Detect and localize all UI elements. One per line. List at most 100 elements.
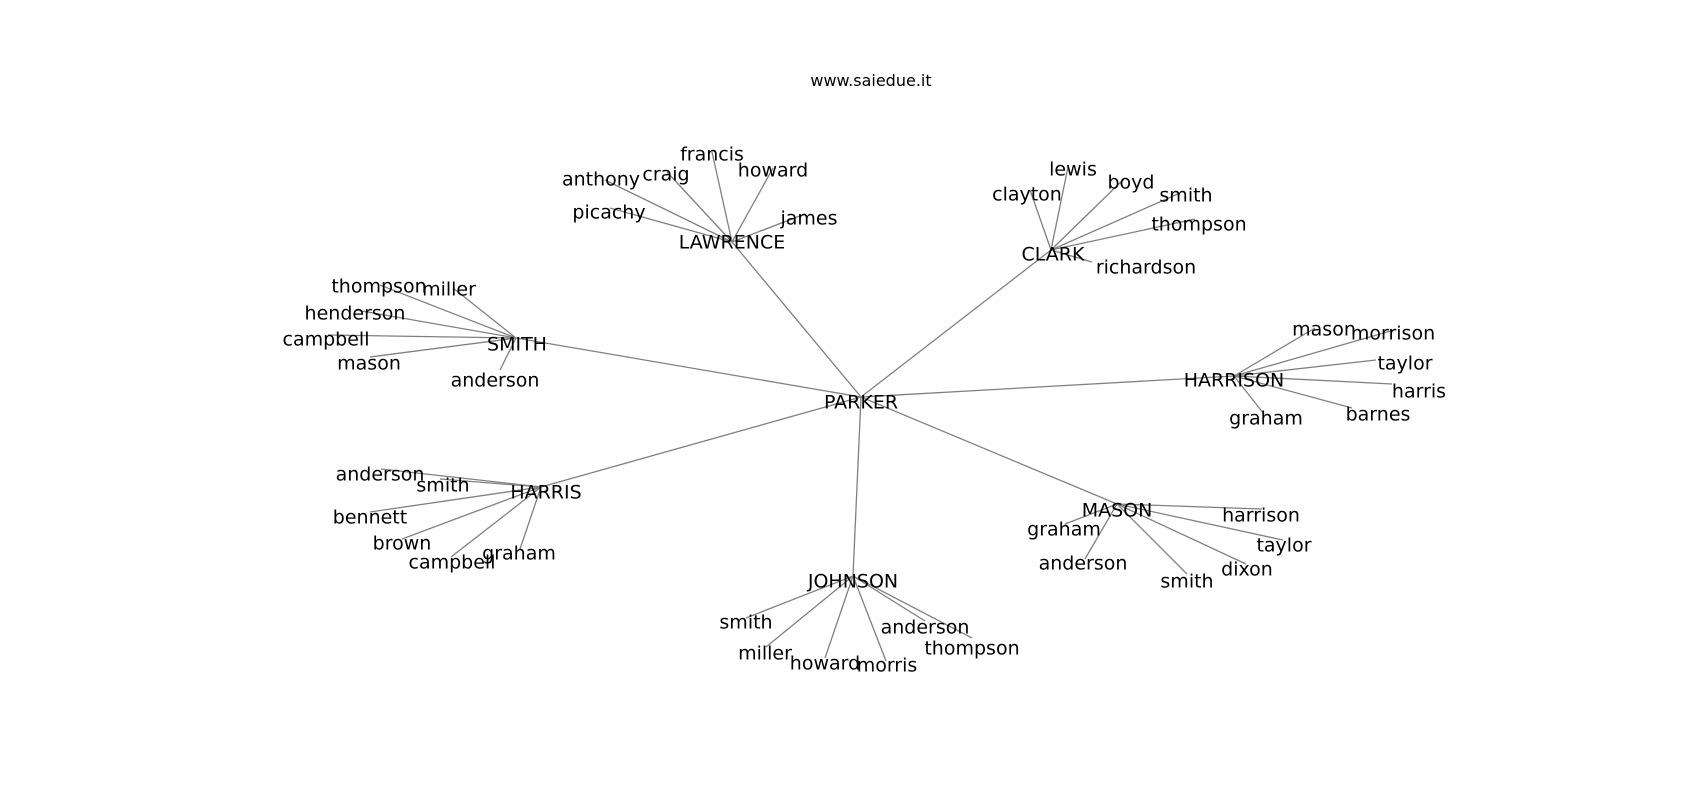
leaf-edge-harrison-barnes <box>1233 375 1353 409</box>
leaf-edge-mason-harrison <box>1116 503 1263 510</box>
leaf-node-label: henderson <box>305 303 406 325</box>
leaf-edge-lawrence-anthony <box>604 179 733 243</box>
leaf-edge-harrison-mason <box>1233 327 1316 377</box>
leaf-node-label: thompson <box>331 276 426 298</box>
group-node-label: MASON <box>1082 500 1153 522</box>
leaf-node-label: james <box>779 208 837 230</box>
leaf-edge-harrison-morrison <box>1233 329 1395 377</box>
leaf-edge-clark-boyd <box>1050 177 1126 251</box>
leaf-node-label: thompson <box>1151 214 1246 236</box>
group-node-label: HARRISON <box>1184 370 1285 392</box>
leaf-edge-lawrence-francis <box>711 151 733 243</box>
leaf-edge-harrison-graham <box>1233 375 1265 415</box>
leaf-edge-lawrence-james <box>731 213 806 243</box>
leaf-edge-mason-dixon <box>1116 503 1247 565</box>
leaf-node-label: graham <box>1229 408 1303 430</box>
leaf-node-label: mason <box>337 353 401 375</box>
group-node-label: HARRIS <box>510 482 581 504</box>
root-edge-harris <box>540 396 862 488</box>
leaf-edge-mason-smith <box>1116 503 1188 575</box>
leaf-node-label: clayton <box>992 184 1062 206</box>
leaf-edge-clark-richardson <box>1050 249 1093 263</box>
leaf-node-label: harris <box>1392 381 1446 403</box>
leaf-edge-harris-graham <box>519 486 542 550</box>
leaf-edge-smith-anderson <box>499 337 517 371</box>
leaf-edge-johnson-miller <box>765 575 854 648</box>
leaf-node-label: morrison <box>1351 323 1435 345</box>
leaf-edge-smith-miller <box>452 287 517 339</box>
leaf-node-label: campbell <box>409 552 496 574</box>
group-node-label: JOHNSON <box>807 571 898 593</box>
leaf-node-label: graham <box>482 543 556 565</box>
leaf-edge-smith-thompson <box>379 284 517 339</box>
leaf-edge-harris-anderson <box>380 468 542 488</box>
leaf-node-label: howard <box>790 653 860 675</box>
root-edge-harrison <box>860 375 1235 398</box>
leaf-node-label: smith <box>1159 185 1212 207</box>
leaf-node-label: dixon <box>1221 559 1273 581</box>
leaf-node-label: brown <box>373 533 432 555</box>
root-edge-lawrence <box>731 241 862 398</box>
leaf-node-label: morris <box>857 655 918 677</box>
leaf-edge-clark-clayton <box>1029 189 1052 251</box>
leaf-node-label: miller <box>422 279 476 301</box>
leaf-node-label: graham <box>1027 519 1101 541</box>
leaf-node-label: anderson <box>336 464 425 486</box>
leaf-node-label: lewis <box>1049 159 1097 181</box>
leaf-node-label: craig <box>642 164 689 186</box>
leaf-edge-harrison-taylor <box>1233 359 1377 377</box>
graph-edges <box>327 151 1395 662</box>
leaf-edge-johnson-anderson <box>852 575 926 622</box>
leaf-node-label: bennett <box>333 507 407 529</box>
leaf-edge-mason-anderson <box>1084 503 1118 560</box>
root-edge-mason <box>860 396 1118 505</box>
page-caption: www.saiedue.it <box>810 71 932 90</box>
leaf-node-label: smith <box>719 612 772 634</box>
leaf-edge-lawrence-craig <box>666 171 733 243</box>
leaf-node-label: harrison <box>1222 505 1300 527</box>
leaf-node-label: taylor <box>1377 353 1432 375</box>
leaf-node-label: boyd <box>1108 172 1155 194</box>
leaf-edge-harris-campbell <box>450 486 542 558</box>
leaf-edge-johnson-smith <box>745 575 854 619</box>
leaf-edge-smith-henderson <box>355 309 517 339</box>
leaf-node-label: barnes <box>1346 404 1411 426</box>
leaf-node-label: thompson <box>924 638 1019 660</box>
leaf-edge-lawrence-howard <box>731 167 774 243</box>
leaf-node-label: howard <box>738 160 808 182</box>
leaf-node-label: anderson <box>451 370 540 392</box>
leaf-edge-smith-campbell <box>327 334 517 339</box>
leaf-node-label: francis <box>680 144 744 166</box>
group-node-label: CLARK <box>1022 244 1085 266</box>
leaf-node-label: mason <box>1292 319 1356 341</box>
leaf-edge-clark-thompson <box>1050 218 1196 251</box>
group-node-label: LAWRENCE <box>679 232 785 254</box>
leaf-edge-smith-mason <box>369 337 517 358</box>
leaf-edge-clark-lewis <box>1050 166 1069 251</box>
leaf-node-label: picachy <box>572 202 645 224</box>
leaf-node-label: campbell <box>283 329 370 351</box>
group-node-label: SMITH <box>487 334 547 356</box>
leaf-node-label: miller <box>738 643 792 665</box>
leaf-edge-lawrence-picachy <box>609 207 733 243</box>
leaf-edge-johnson-howard <box>824 575 854 659</box>
leaf-edge-harrison-harris <box>1233 375 1393 385</box>
leaf-node-label: richardson <box>1096 257 1196 279</box>
root-node-label: PARKER <box>824 392 898 414</box>
root-edge-smith <box>515 337 862 398</box>
leaf-edge-harris-bennett <box>369 486 542 513</box>
leaf-node-label: anthony <box>562 169 640 191</box>
leaf-edge-johnson-morris <box>852 575 887 662</box>
leaf-edge-johnson-thompson <box>852 575 973 639</box>
leaf-node-label: anderson <box>881 617 970 639</box>
leaf-node-label: taylor <box>1256 535 1311 557</box>
leaf-node-label: anderson <box>1039 553 1128 575</box>
root-edge-johnson <box>852 396 862 577</box>
leaf-node-label: smith <box>1160 571 1213 593</box>
leaf-edge-mason-graham <box>1064 503 1118 525</box>
leaf-edge-harris-smith <box>439 478 542 488</box>
leaf-edge-harris-brown <box>401 486 542 540</box>
leaf-node-label: smith <box>416 475 469 497</box>
